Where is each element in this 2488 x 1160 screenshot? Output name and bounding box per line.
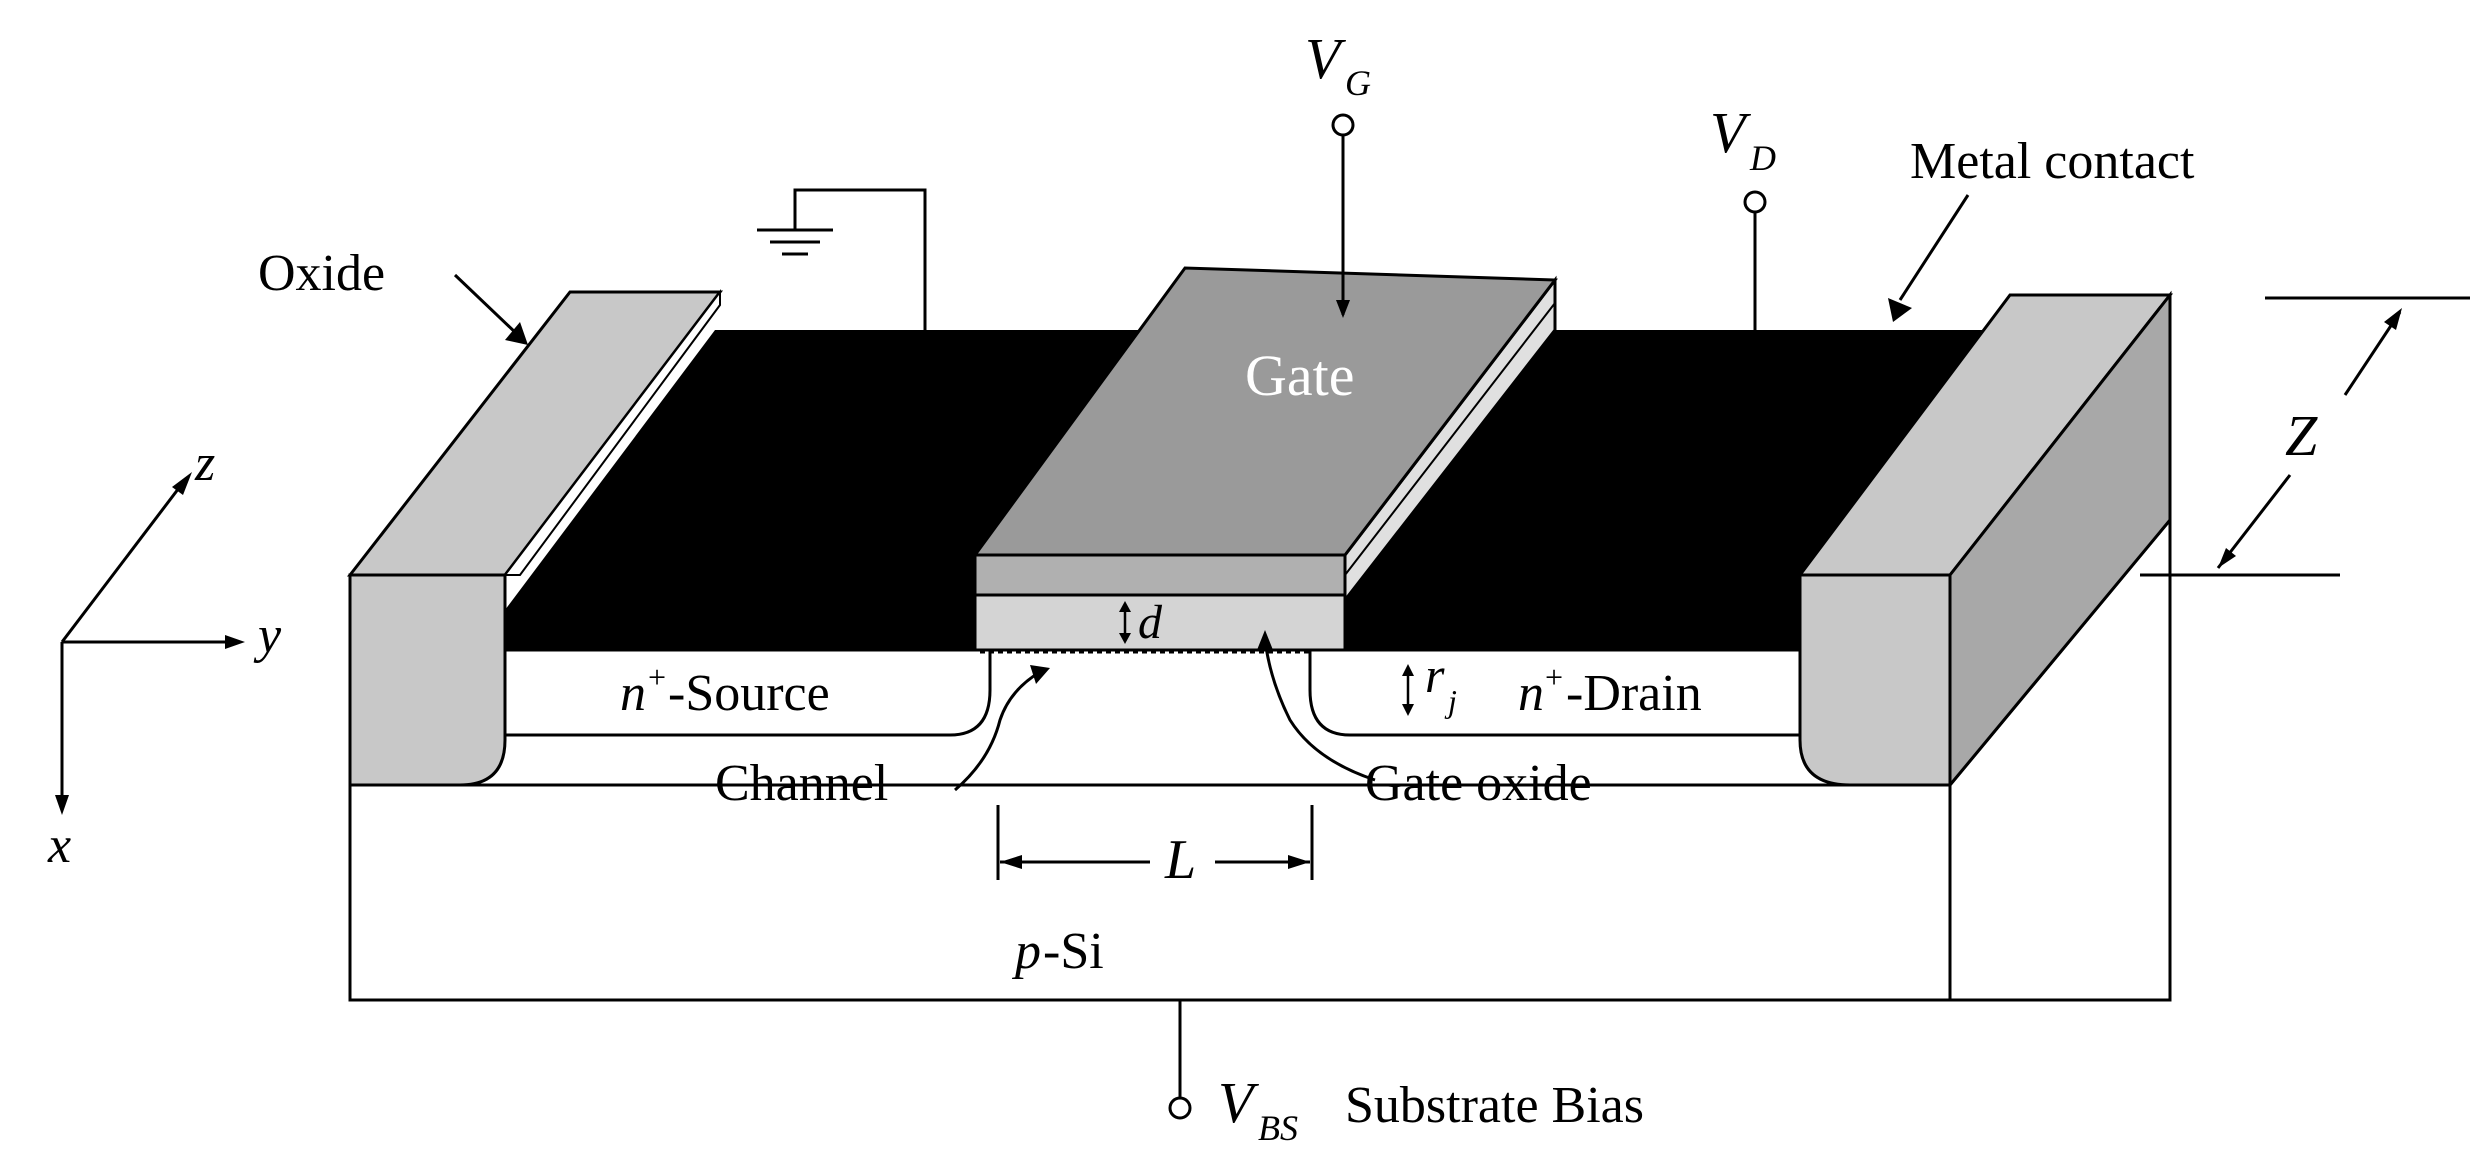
psi-p-label: p	[1011, 923, 1041, 980]
channel-label: Channel	[715, 755, 888, 812]
leader-arrows	[453, 194, 1970, 792]
x-axis-label: x	[47, 817, 71, 874]
source-n-label: n	[620, 665, 646, 722]
substrate-block	[348, 515, 2172, 1002]
vbs-label: V	[1218, 1070, 1260, 1135]
gate-terminal	[1331, 113, 1355, 318]
rj-label: r	[1425, 647, 1445, 703]
y-axis-label: y	[253, 607, 282, 664]
drain-n-label: n	[1518, 665, 1544, 722]
substrate-terminal	[1168, 1000, 1192, 1120]
vg-subscript: G	[1345, 63, 1371, 103]
ground-symbol	[757, 188, 927, 330]
l-label: L	[1164, 829, 1196, 891]
oxide-label: Oxide	[258, 245, 385, 302]
z-dimension	[2140, 296, 2470, 577]
l-dimension	[996, 805, 1314, 880]
vbs-subscript: BS	[1258, 1108, 1298, 1148]
d-dimension	[1119, 601, 1131, 644]
labels: V G V D Metal contact Oxide Gate z y x Z…	[47, 26, 2318, 1148]
vd-subscript: D	[1749, 138, 1776, 178]
vd-label: V	[1710, 100, 1752, 165]
vg-label: V	[1305, 26, 1347, 91]
drain-plus-label: +	[1545, 659, 1563, 695]
gate-oxide-label: Gate oxide	[1365, 755, 1592, 812]
right-oxide-block	[1797, 290, 2174, 790]
source-plus-label: +	[648, 659, 666, 695]
drain-text-label: -Drain	[1566, 665, 1702, 722]
source-text-label: -Source	[668, 665, 830, 722]
z-axis-label: z	[194, 435, 215, 492]
axes	[55, 472, 245, 815]
rj-subscript: j	[1444, 683, 1457, 719]
rj-dimension	[1402, 664, 1414, 716]
drain-region	[1308, 648, 1802, 737]
gate-electrode	[972, 266, 1558, 654]
substrate-bias-label: Substrate Bias	[1345, 1077, 1644, 1134]
drain-terminal	[1743, 190, 1767, 330]
left-oxide-block	[346, 289, 724, 787]
gate-label: Gate	[1245, 343, 1355, 408]
metal-contact-label: Metal contact	[1910, 133, 2195, 190]
d-label: d	[1138, 596, 1163, 649]
z-dimension-label: Z	[2285, 403, 2318, 468]
source-region	[503, 648, 992, 737]
psi-text-label: -Si	[1043, 923, 1104, 980]
